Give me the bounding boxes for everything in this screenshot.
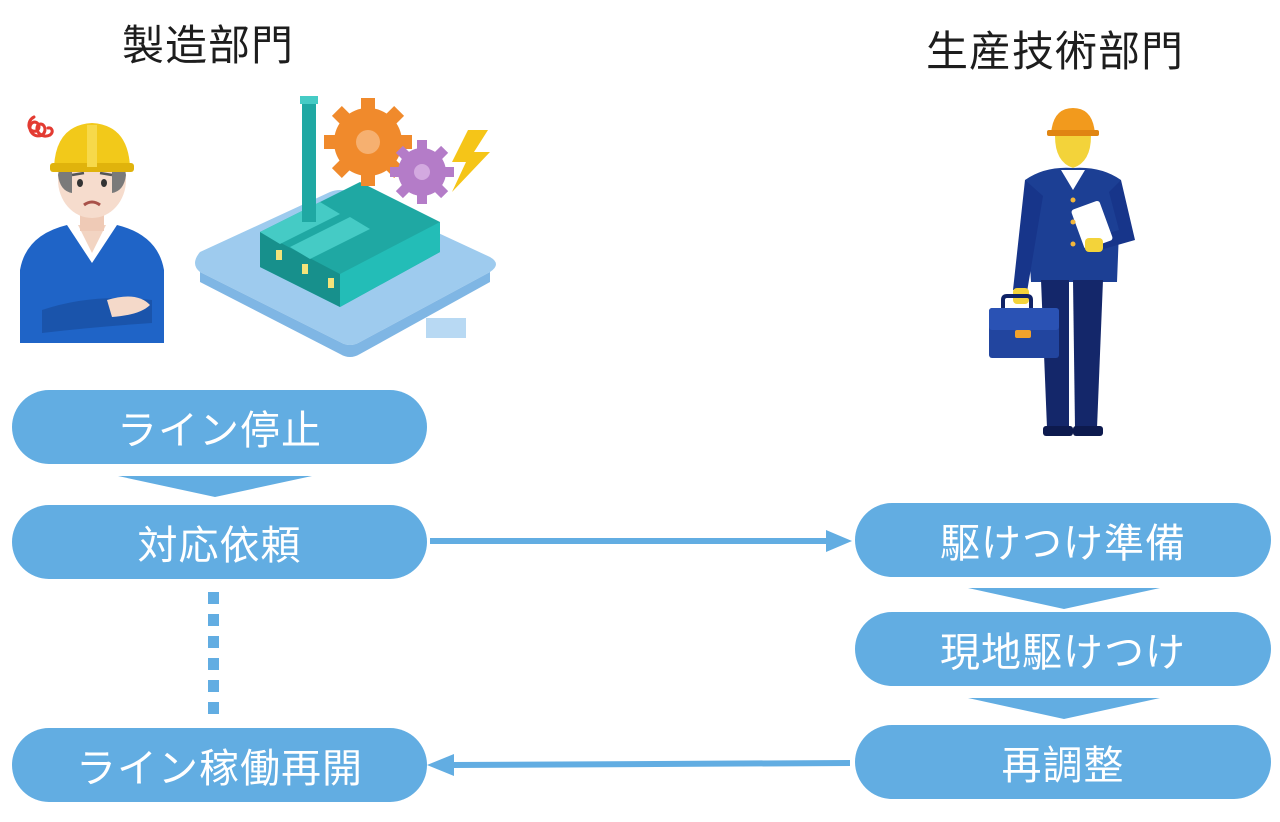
step-prepare: 駆けつけ準備 — [855, 503, 1271, 577]
step-restart: ライン稼働再開 — [12, 728, 427, 802]
request-arrow-head — [826, 530, 852, 552]
return-arrow-head — [427, 754, 454, 776]
manufacturing-department-heading: 製造部門 — [122, 21, 295, 70]
engineer-illustration — [989, 108, 1135, 436]
step-readjust: 再調整 — [855, 725, 1271, 799]
step-line-stop: ライン停止 — [12, 390, 427, 464]
worried-worker-illustration — [20, 115, 164, 343]
step-arrive: 現地駆けつけ — [855, 612, 1271, 686]
waiting-dotted-line — [208, 592, 219, 714]
engineering-department-heading: 生産技術部門 — [926, 27, 1185, 76]
down-chevron-right-2 — [968, 698, 1160, 719]
purple-gear-icon — [390, 140, 454, 204]
down-chevron-right-1 — [968, 588, 1160, 609]
down-chevron-left — [118, 476, 312, 497]
stress-scribble-icon — [27, 115, 54, 138]
factory-illustration — [195, 96, 496, 357]
step-request: 対応依頼 — [12, 505, 427, 579]
briefcase-icon — [989, 294, 1059, 358]
lightning-icon — [452, 130, 490, 192]
